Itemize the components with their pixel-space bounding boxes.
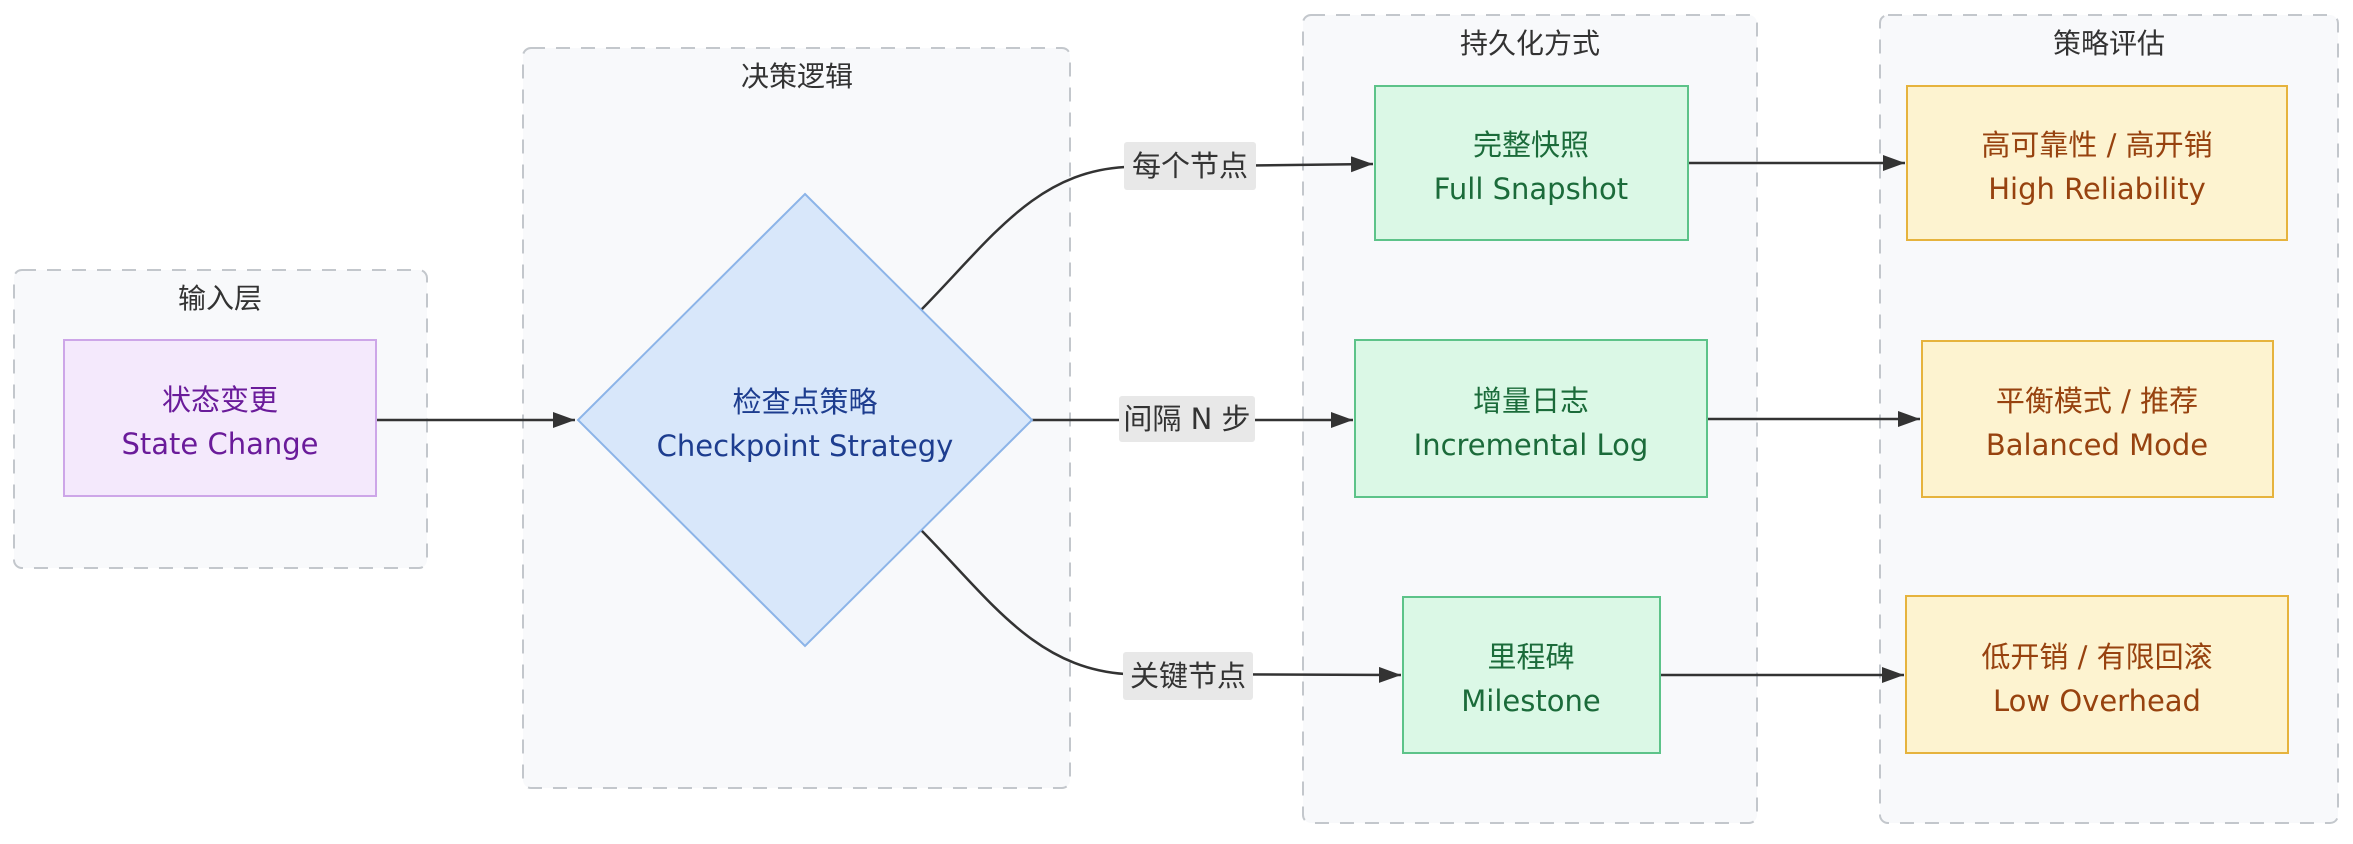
node-high-reliability: 高可靠性 / 高开销 High Reliability	[1906, 85, 2288, 241]
node-state-change-label-zh: 状态变更	[162, 383, 278, 417]
cluster-decision-logic-title: 决策逻辑	[741, 60, 853, 93]
edge-strategy-to-milestone	[920, 529, 1402, 683]
node-low-overhead: 低开销 / 有限回滚 Low Overhead	[1905, 595, 2289, 754]
node-full-snapshot: 完整快照 Full Snapshot	[1374, 85, 1689, 241]
edge-label-every-node: 每个节点	[1124, 142, 1256, 190]
edge-label-every-node-bg	[1124, 142, 1256, 190]
edge-strategy-to-full-snapshot	[920, 156, 1374, 311]
node-incremental-log-box	[1354, 339, 1708, 498]
node-balanced-mode: 平衡模式 / 推荐 Balanced Mode	[1921, 340, 2274, 498]
node-incremental-log: 增量日志 Incremental Log	[1354, 339, 1708, 498]
node-high-reliability-label-en: High Reliability	[1988, 172, 2206, 206]
node-balanced-mode-label-en: Balanced Mode	[1986, 428, 2208, 462]
edge-label-every-node-text: 每个节点	[1132, 149, 1248, 183]
edge-label-key-node-bg	[1123, 652, 1253, 700]
node-low-overhead-label-zh: 低开销 / 有限回滚	[1981, 640, 2212, 674]
node-checkpoint-strategy-label-en: Checkpoint Strategy	[657, 429, 954, 463]
edge-label-interval-n-steps: 间隔 N 步	[1119, 396, 1255, 442]
node-state-change: 状态变更 State Change	[63, 339, 377, 497]
node-low-overhead-label-en: Low Overhead	[1993, 684, 2201, 718]
node-milestone-label-en: Milestone	[1461, 684, 1600, 718]
edge-label-interval-n-steps-text: 间隔 N 步	[1123, 402, 1250, 436]
edge-label-key-node: 关键节点	[1123, 652, 1253, 700]
edge-label-interval-n-steps-bg	[1119, 396, 1255, 442]
edge-label-key-node-text: 关键节点	[1130, 659, 1246, 693]
node-state-change-box	[63, 339, 377, 497]
cluster-persistence-method-title: 持久化方式	[1460, 27, 1600, 60]
node-balanced-mode-label-zh: 平衡模式 / 推荐	[1996, 384, 2198, 418]
cluster-input-layer-title: 输入层	[178, 282, 262, 315]
node-high-reliability-box	[1906, 85, 2288, 241]
node-incremental-log-label-en: Incremental Log	[1414, 428, 1649, 462]
node-milestone: 里程碑 Milestone	[1402, 596, 1661, 754]
node-state-change-label-en: State Change	[121, 427, 318, 461]
node-milestone-label-zh: 里程碑	[1487, 640, 1574, 674]
cluster-strategy-evaluation-title: 策略评估	[2053, 27, 2165, 60]
node-full-snapshot-label-zh: 完整快照	[1473, 128, 1589, 162]
node-milestone-box	[1402, 596, 1661, 754]
node-checkpoint-strategy-label-zh: 检查点策略	[732, 385, 877, 419]
node-low-overhead-box	[1905, 595, 2289, 754]
node-incremental-log-label-zh: 增量日志	[1473, 384, 1589, 418]
node-high-reliability-label-zh: 高可靠性 / 高开销	[1981, 128, 2212, 162]
node-full-snapshot-box	[1374, 85, 1689, 241]
node-full-snapshot-label-en: Full Snapshot	[1434, 172, 1628, 206]
node-checkpoint-strategy-diamond	[576, 192, 1034, 648]
node-checkpoint-strategy: 检查点策略 Checkpoint Strategy	[576, 192, 1034, 648]
node-balanced-mode-box	[1921, 340, 2274, 498]
